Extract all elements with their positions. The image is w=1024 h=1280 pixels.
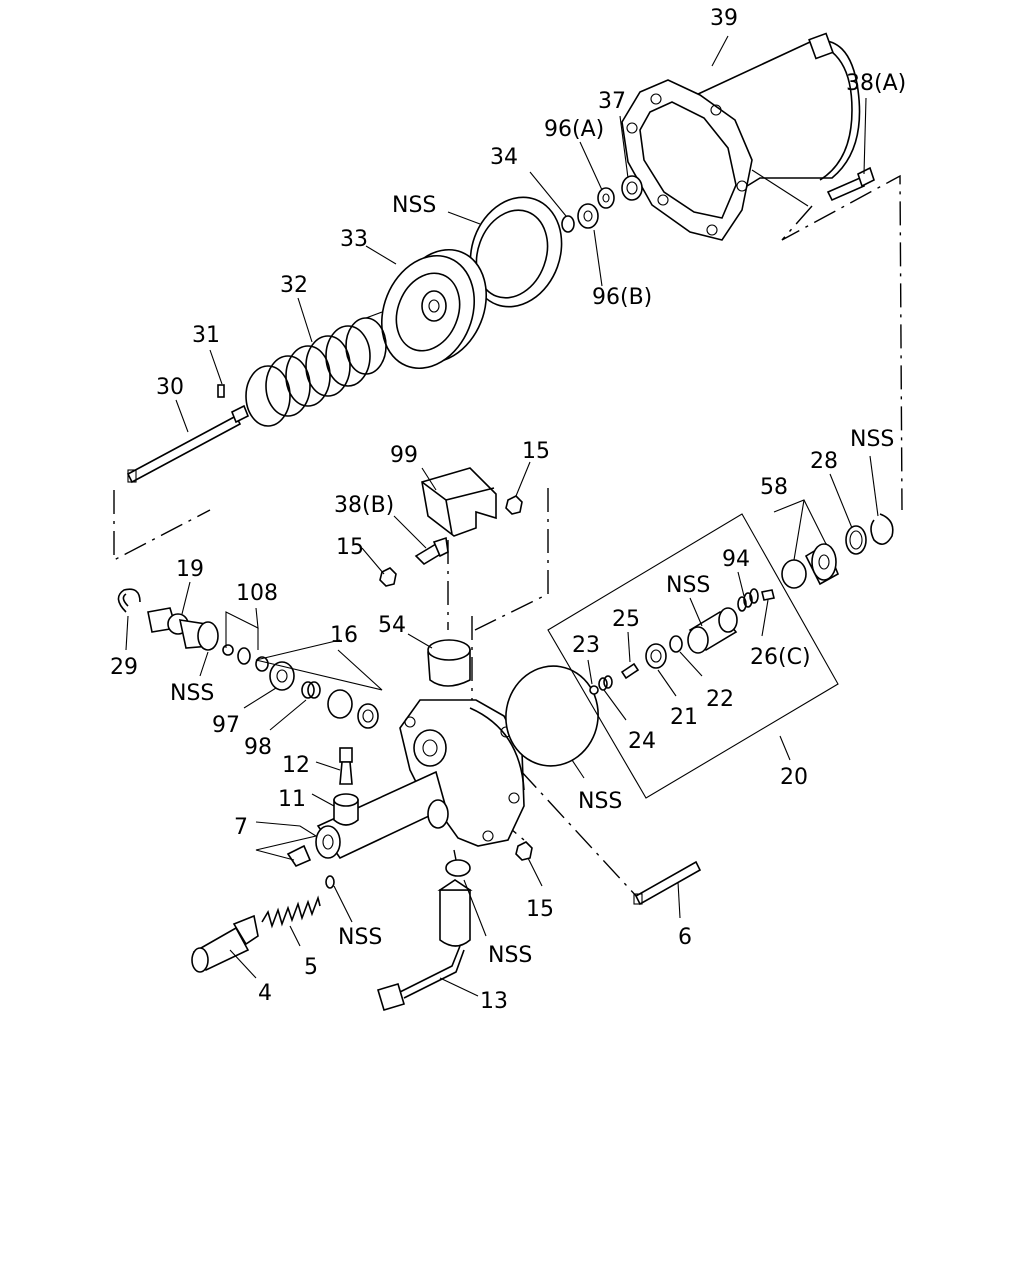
callout-24: 24 [628,729,656,754]
part-nss-small-ring [325,875,335,889]
callout-12: 12 [282,753,310,778]
part-99-cover [421,467,497,537]
part-94-spring [737,588,759,612]
part-7-tube [286,770,449,867]
callout-38b: 38(B) [334,493,394,518]
callout-99: 99 [390,443,418,468]
part-34-o-ring [561,215,575,233]
leader-lines [125,35,879,997]
callout-30: 30 [156,375,184,400]
part-15-nut-bottom [515,841,533,861]
callout-15-left: 15 [336,535,364,560]
part-22-ring [669,635,683,653]
callout-15-bottom: 15 [526,897,554,922]
part-15-nut-left [379,567,397,587]
part-nss-gasket [505,665,599,767]
part-6-rod [633,860,702,906]
part-20-kit-outline [547,513,839,799]
callout-37: 37 [598,89,626,114]
part-96a-washer [597,187,615,209]
callout-22: 22 [706,687,734,712]
callout-39: 39 [710,6,738,31]
part-21-seal [645,643,667,669]
part-97-washer [269,661,295,691]
part-108-plunger [237,647,269,672]
callout-34: 34 [490,145,518,170]
part-nss-seal-ring [469,196,563,308]
callout-6: 6 [678,925,692,950]
callout-23: 23 [572,633,600,658]
part-98-spring [301,681,321,699]
callout-11: 11 [278,787,306,812]
part-5-spring [261,895,321,929]
part-16-seals [327,689,379,729]
callout-nss-ring: NSS [338,925,382,950]
callout-96b: 96(B) [592,285,652,310]
callout-nss-valve: NSS [666,573,710,598]
callout-94: 94 [722,547,750,572]
part-12-bleeder [339,747,353,785]
part-28-ring [845,525,867,555]
part-31-pin [217,384,225,398]
part-32-spring [245,311,387,427]
callout-4: 4 [258,981,272,1006]
part-38a-bolt [826,166,875,202]
part-4-adjuster [191,914,259,973]
callout-38a: 38(A) [846,71,906,96]
part-15-nut-top [505,495,523,515]
part-11-fitting [333,793,359,826]
callout-13: 13 [480,989,508,1014]
part-23-ring [589,685,599,695]
part-26c-pin [761,589,775,601]
part-13-switch [377,879,473,1011]
part-30-push-rod [126,404,250,484]
callout-98: 98 [244,735,272,760]
callout-25: 25 [612,607,640,632]
part-29-snap-ring [117,588,141,613]
callout-nss-snap-ring: NSS [850,427,894,452]
callout-21: 21 [670,705,698,730]
part-58-plunger [781,542,840,589]
callout-29: 29 [110,655,138,680]
callout-nss-o-ring: NSS [488,943,532,968]
part-37-nut [621,175,643,201]
part-19-valve [147,607,219,651]
part-108-ball [222,644,234,656]
callout-20: 20 [780,765,808,790]
callout-15-top: 15 [522,439,550,464]
part-39-cylinder-housing [621,32,861,241]
callout-nss-gasket: NSS [578,789,622,814]
callout-26c: 26(C) [750,645,811,670]
part-38b-stud [414,536,449,566]
callout-33: 33 [340,227,368,252]
callout-19: 19 [176,557,204,582]
part-54 [427,639,471,713]
callout-nss-19: NSS [170,681,214,706]
part-nss-valve-piston [687,607,738,654]
part-96b-washer [577,203,599,229]
part-33-piston [380,248,488,370]
callout-96a: 96(A) [544,117,604,142]
callout-108: 108 [236,581,278,606]
callout-7: 7 [234,815,248,840]
part-25-pin [620,662,640,680]
callout-54: 54 [378,613,406,638]
callout-32: 32 [280,273,308,298]
callout-labels: 39 38(A) 37 96(A) 34 NSS 96(B) 33 32 31 … [110,6,906,1014]
part-nss-o-ring [445,859,471,877]
callout-16: 16 [330,623,358,648]
callout-58: 58 [760,475,788,500]
part-24-spring [598,675,613,691]
part-nss-snap-ring [870,513,894,545]
callout-28: 28 [810,449,838,474]
callout-97: 97 [212,713,240,738]
callout-5: 5 [304,955,318,980]
callout-31: 31 [192,323,220,348]
callout-nss-seal: NSS [392,193,436,218]
